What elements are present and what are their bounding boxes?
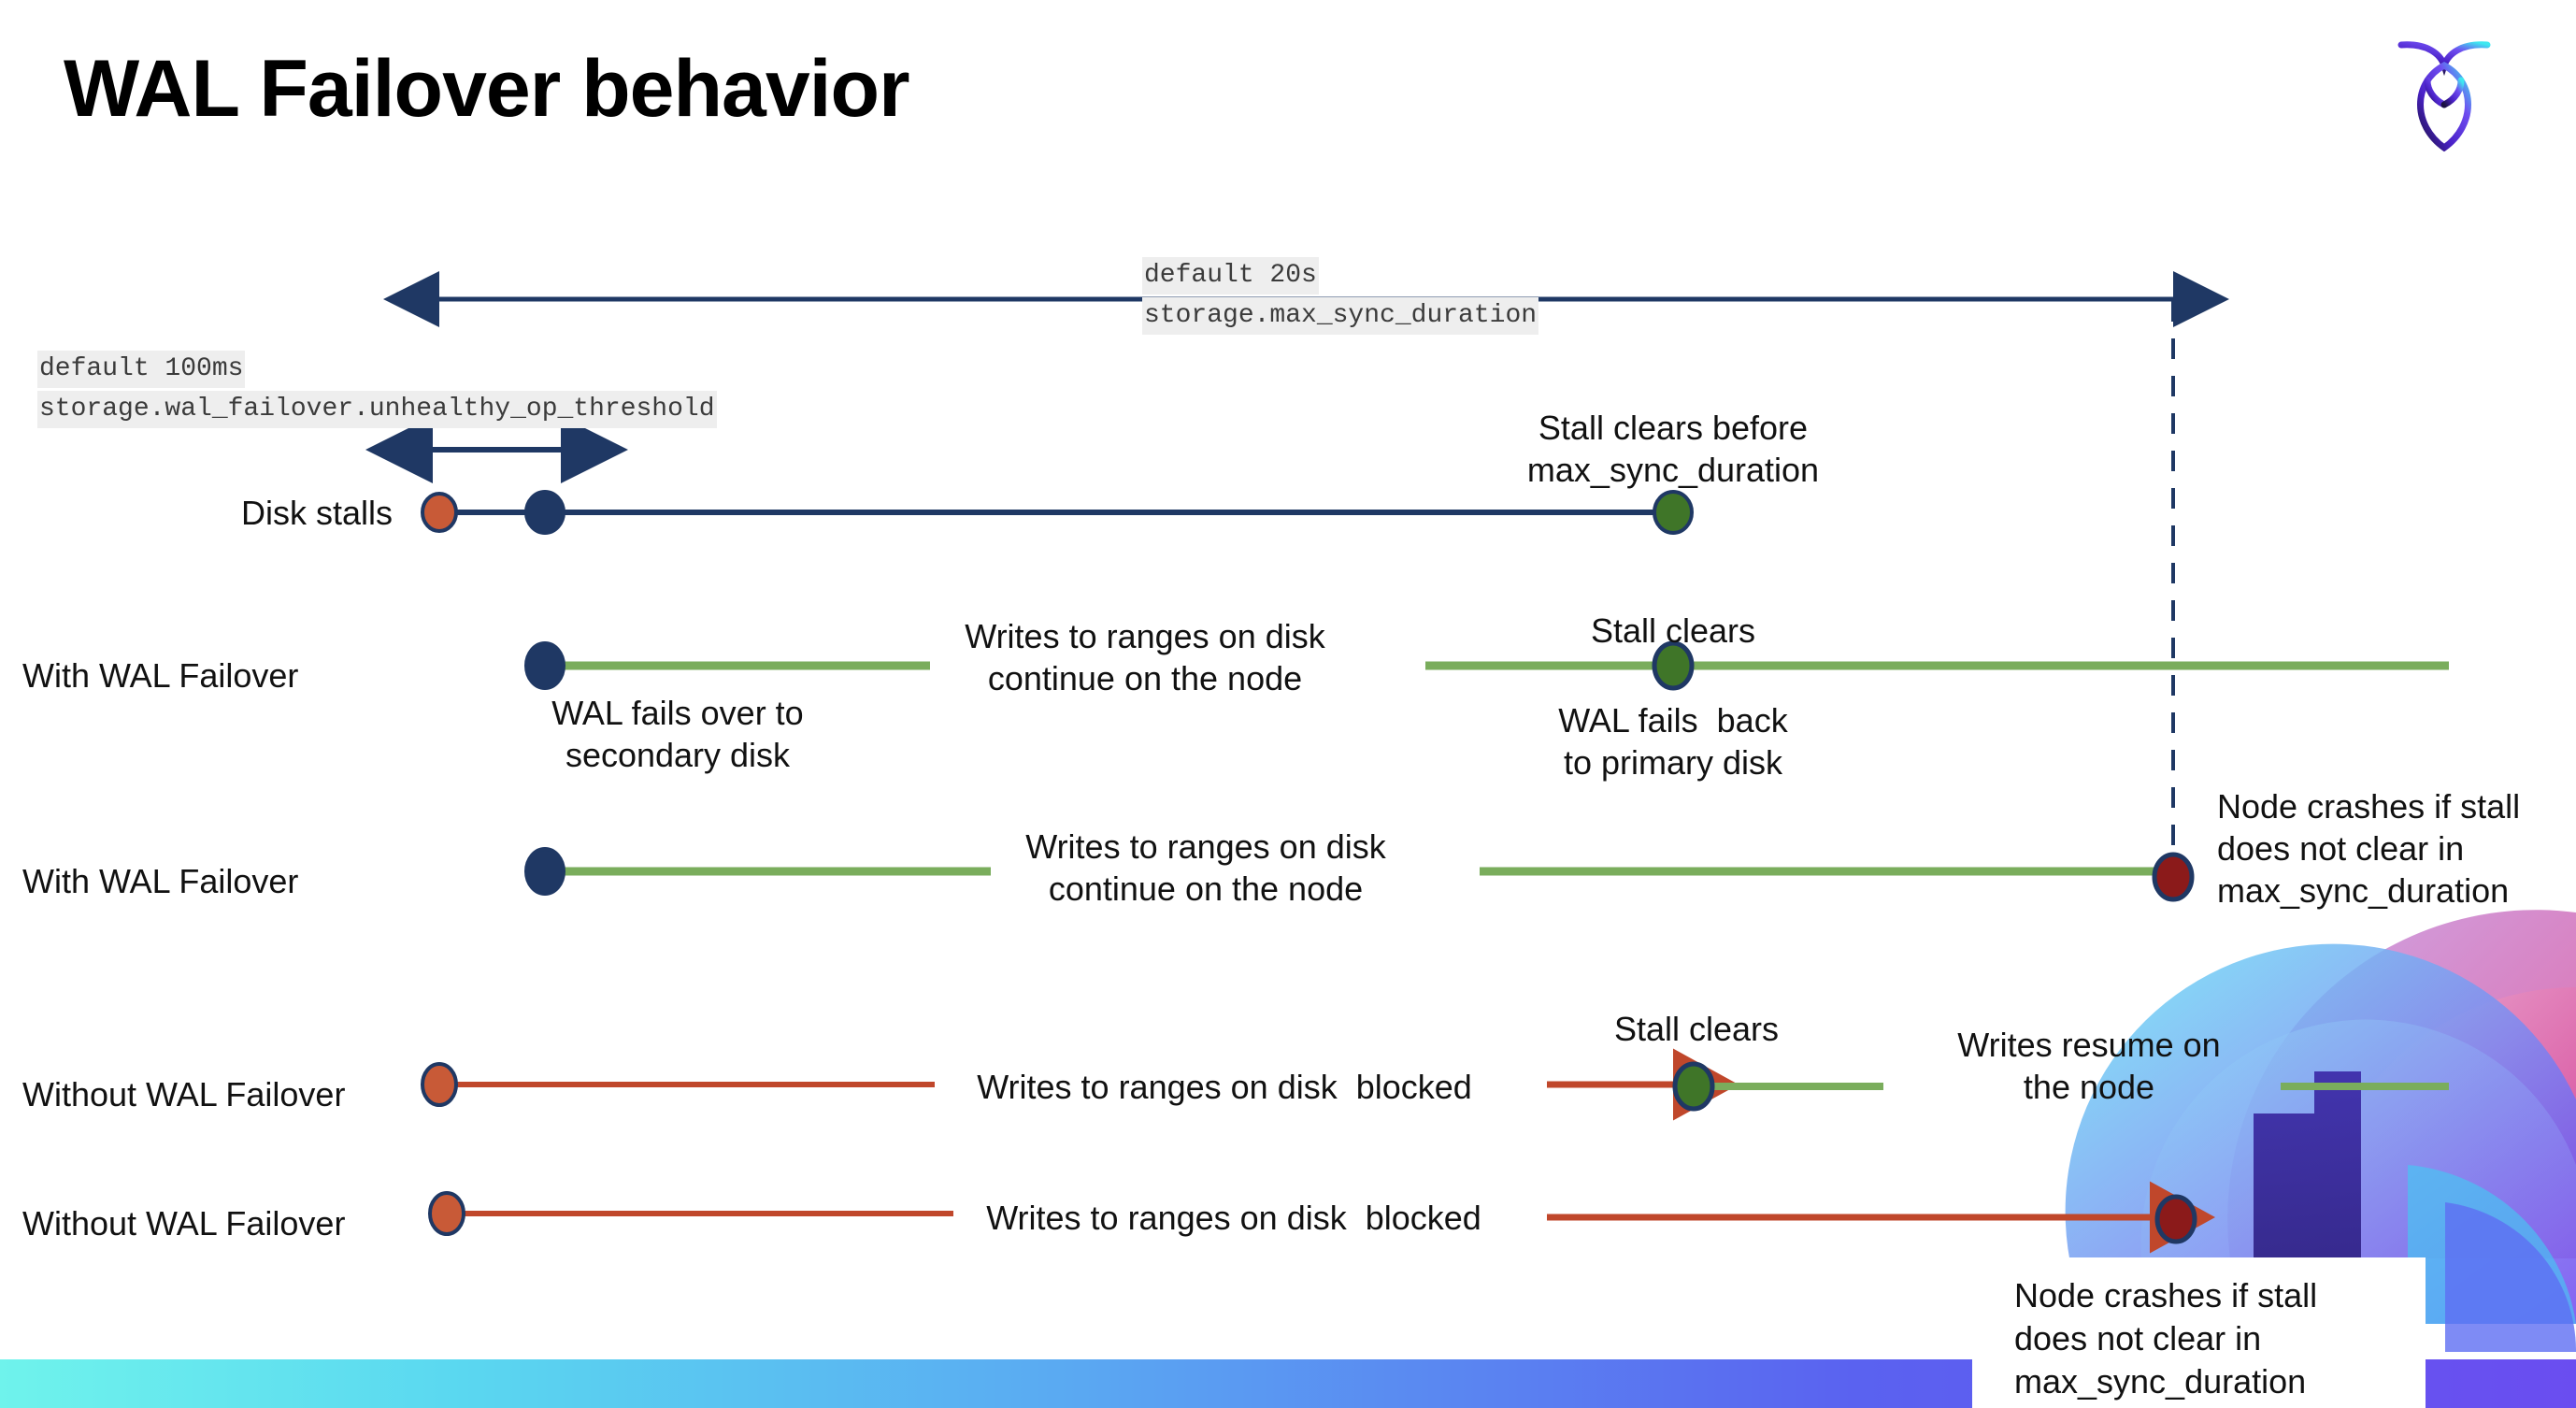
note-node-crashes-1: Node crashes if stall does not clear in … — [2217, 787, 2521, 910]
note-stall-clears-1: Stall clears — [1590, 611, 1756, 650]
cockroach-labs-logo-icon — [2388, 28, 2500, 159]
row-label-with-wal-failover-2: With WAL Failover — [22, 862, 299, 900]
note-node-crashes-2: Node crashes if stall does not clear in … — [1972, 1257, 2426, 1408]
note-writes-blocked-1: Writes to ranges on disk blocked — [977, 1068, 1472, 1106]
row-label-with-wal-failover-1: With WAL Failover — [22, 656, 299, 695]
max-sync-default-chip: default 20s — [1142, 257, 1319, 295]
note-writes-resume: Writes resume on the node — [1957, 1026, 2221, 1106]
unhealthy-op-default-chip: default 100ms — [37, 351, 246, 388]
note-writes-continue-1: Writes to ranges on disk continue on the… — [965, 617, 1325, 697]
row-label-disk-stalls: Disk stalls — [240, 494, 393, 532]
unhealthy-op-setting-chip: storage.wal_failover.unhealthy_op_thresh… — [37, 391, 717, 428]
max-sync-setting-chip: storage.max_sync_duration — [1142, 297, 1539, 335]
note-writes-continue-2: Writes to ranges on disk continue on the… — [1025, 827, 1386, 908]
note-stall-clears-2: Stall clears — [1613, 1010, 1780, 1048]
row-label-without-wal-failover-2: Without WAL Failover — [22, 1204, 346, 1243]
note-writes-blocked-2: Writes to ranges on disk blocked — [986, 1199, 1481, 1237]
page-title: WAL Failover behavior — [64, 44, 910, 134]
note-wal-fails-back: WAL fails back to primary disk — [1558, 701, 1788, 782]
note-wal-fails-over: WAL fails over to secondary disk — [551, 694, 804, 774]
row-label-without-wal-failover-1: Without WAL Failover — [22, 1075, 346, 1113]
note-stall-clears-before: Stall clears before max_sync_duration — [1526, 409, 1820, 489]
